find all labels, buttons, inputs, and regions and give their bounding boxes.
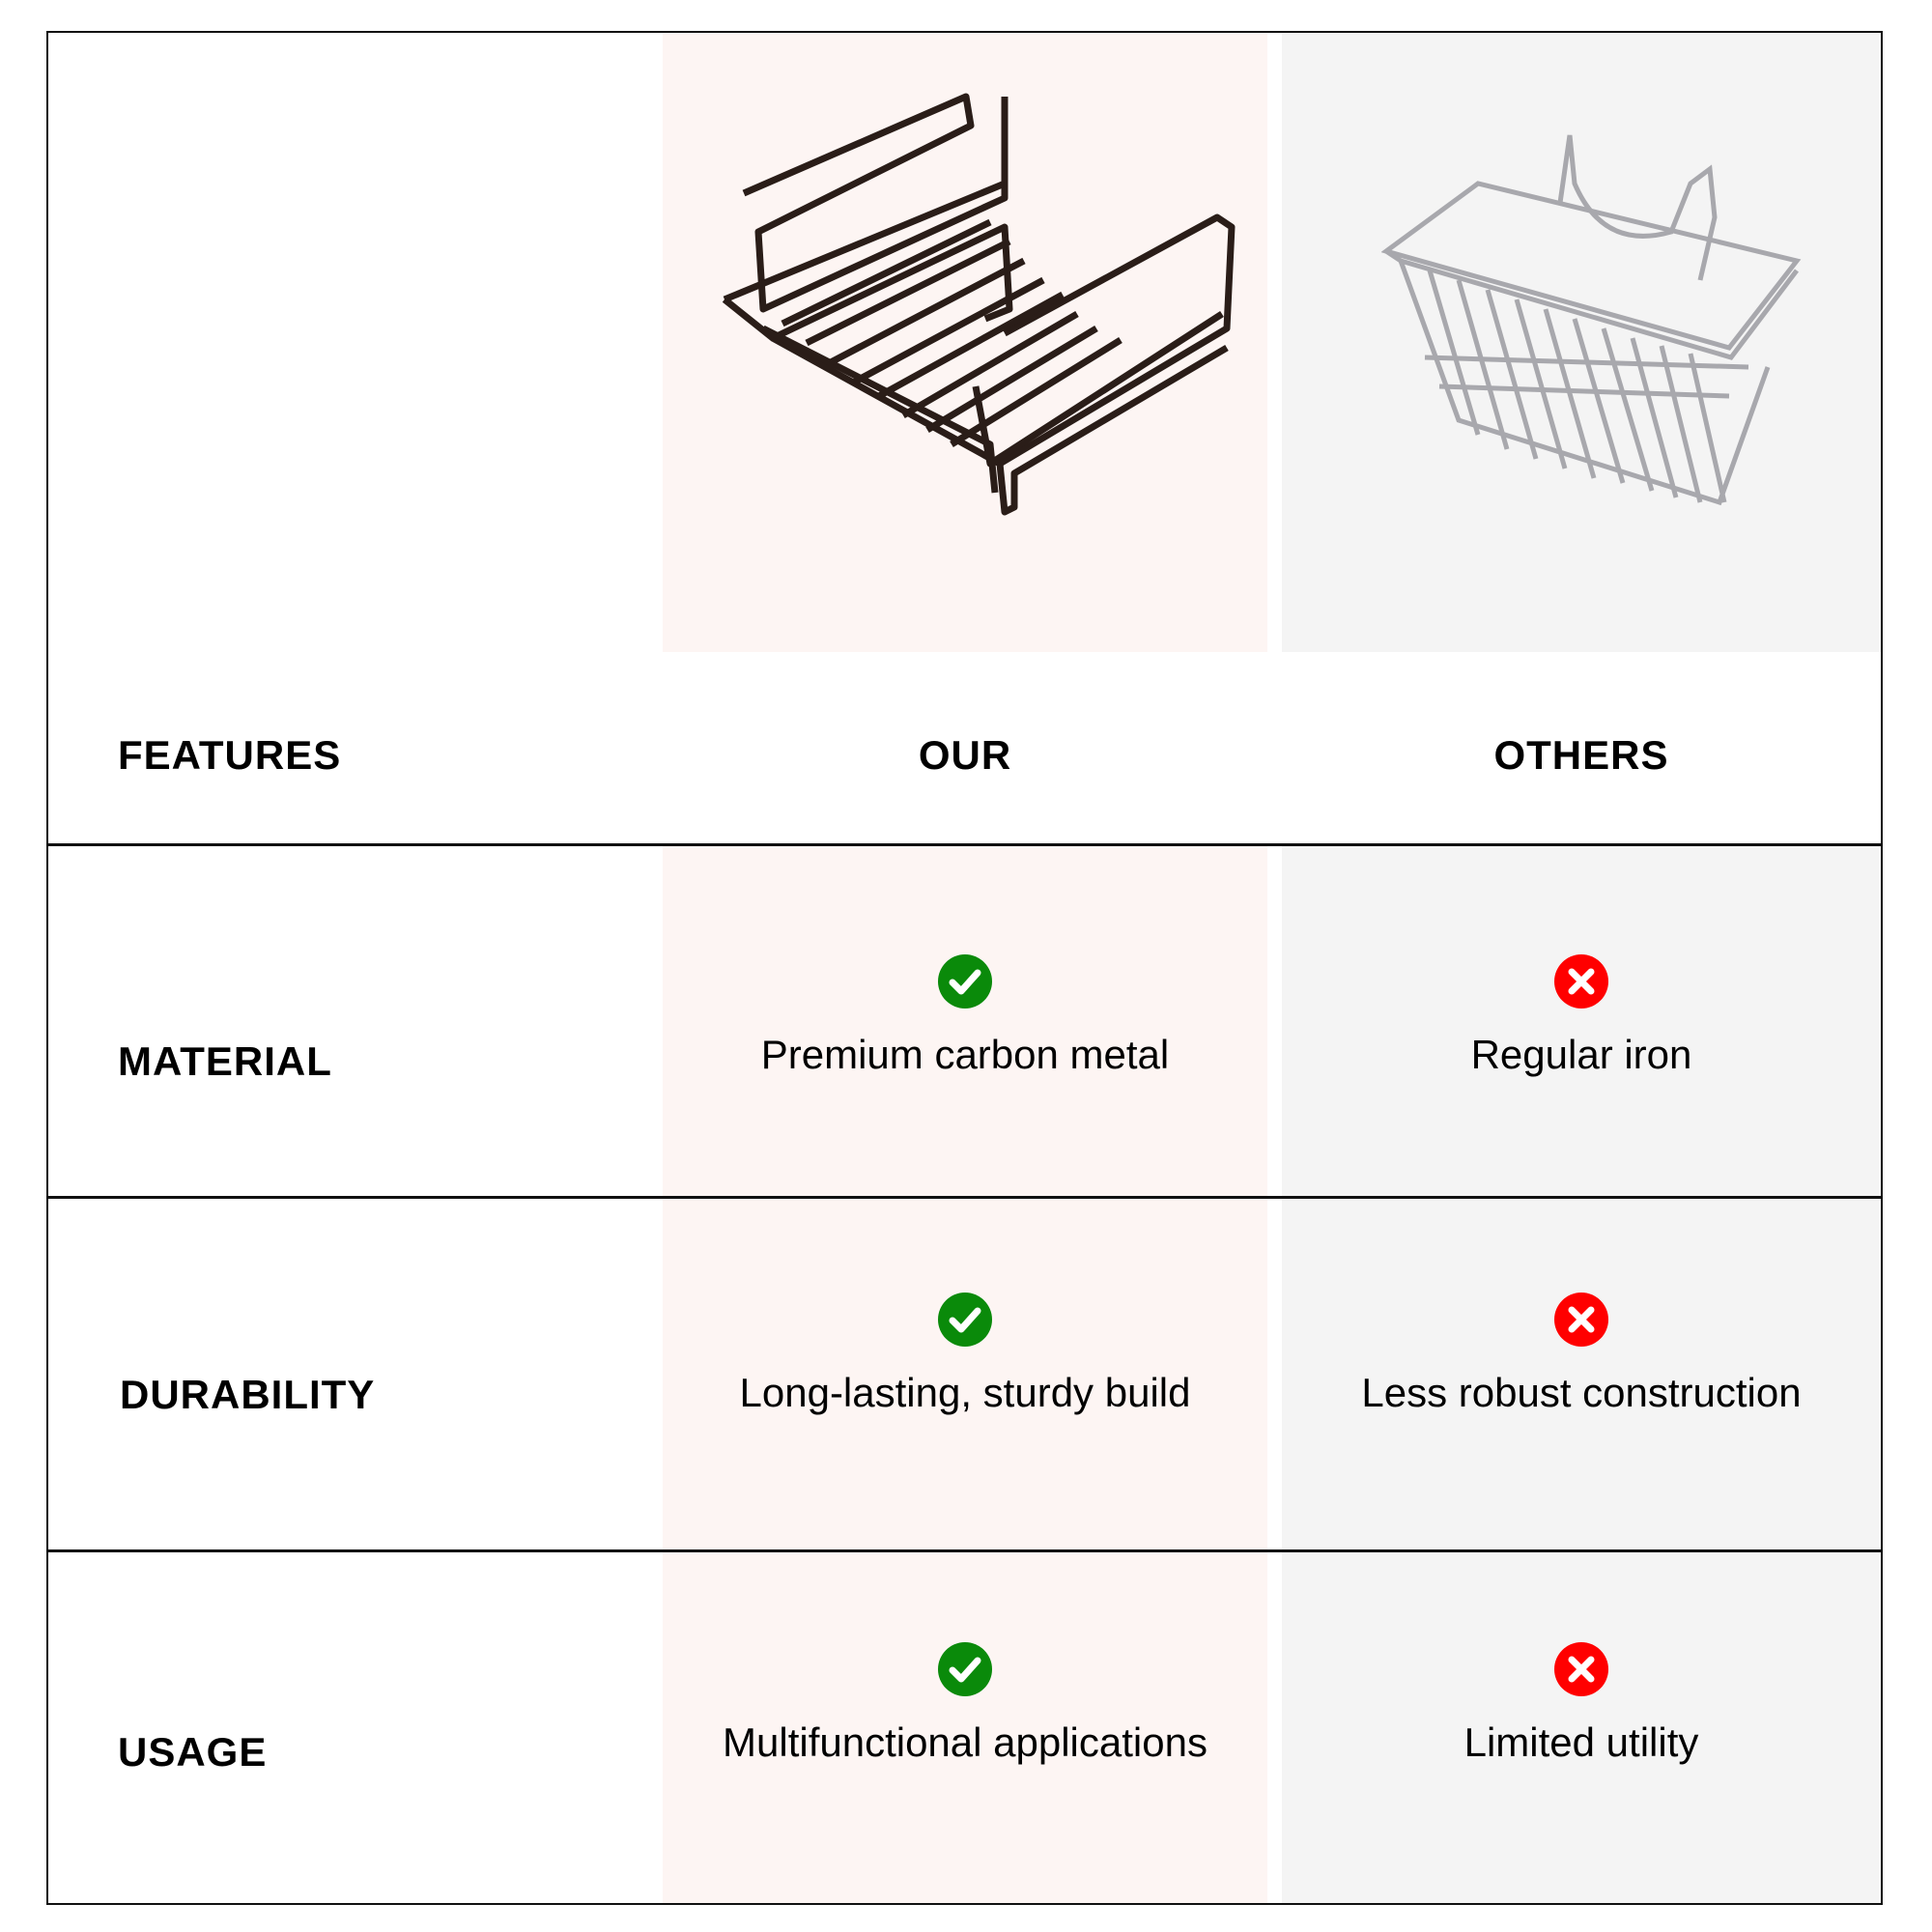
header-band bbox=[48, 652, 1881, 843]
feature-label-material: MATERIAL bbox=[118, 1038, 332, 1084]
check-circle-icon bbox=[938, 1642, 992, 1696]
comparison-table bbox=[46, 31, 1883, 1905]
others-cell-durability: Less robust construction bbox=[1282, 1293, 1881, 1416]
x-circle-icon bbox=[1554, 1642, 1608, 1696]
others-cell-material: Regular iron bbox=[1282, 954, 1881, 1078]
row-divider bbox=[46, 1549, 1883, 1552]
features-header: FEATURES bbox=[118, 732, 342, 778]
our-value: Premium carbon metal bbox=[760, 1032, 1170, 1077]
others-cell-usage: Limited utility bbox=[1282, 1642, 1881, 1766]
row-divider bbox=[46, 1196, 1883, 1199]
others-value: Regular iron bbox=[1470, 1032, 1692, 1077]
feature-label-durability: DURABILITY bbox=[120, 1372, 376, 1417]
others-value: Less robust construction bbox=[1361, 1370, 1802, 1415]
check-circle-icon bbox=[938, 1293, 992, 1347]
our-product-image bbox=[722, 93, 1236, 516]
our-cell-usage: Multifunctional applications bbox=[663, 1642, 1267, 1766]
x-circle-icon bbox=[1554, 954, 1608, 1009]
our-value: Long-lasting, sturdy build bbox=[739, 1370, 1191, 1415]
feature-label-usage: USAGE bbox=[118, 1729, 268, 1775]
check-circle-icon bbox=[938, 954, 992, 1009]
row-divider bbox=[46, 843, 1883, 846]
others-product-image bbox=[1381, 134, 1802, 506]
our-value: Multifunctional applications bbox=[723, 1719, 1208, 1765]
our-header: OUR bbox=[918, 732, 1012, 778]
x-circle-icon bbox=[1554, 1293, 1608, 1347]
our-cell-material: Premium carbon metal bbox=[663, 954, 1267, 1078]
others-header: OTHERS bbox=[1493, 732, 1669, 778]
others-value: Limited utility bbox=[1463, 1719, 1699, 1765]
our-cell-durability: Long-lasting, sturdy build bbox=[663, 1293, 1267, 1416]
